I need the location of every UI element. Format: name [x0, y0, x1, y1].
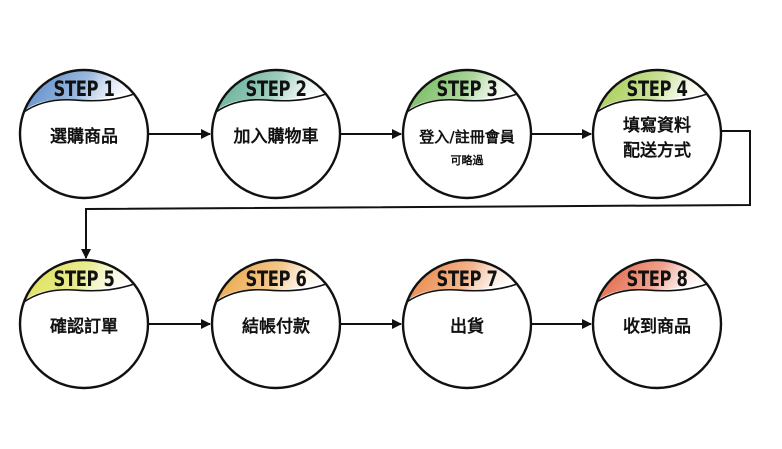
connectors	[81, 129, 751, 329]
step-swoosh	[215, 283, 327, 303]
step-ring	[210, 68, 342, 200]
step-circle	[20, 70, 148, 198]
step-node-1: STEP 1 選購商品	[18, 68, 150, 200]
step-ring	[591, 258, 723, 390]
step-circle	[403, 70, 531, 198]
step-label: 收到商品	[623, 316, 691, 337]
step-note: 可略過	[451, 153, 485, 167]
step-swoosh	[215, 93, 327, 113]
step-number-label: STEP 1	[54, 78, 115, 101]
step-circle	[20, 260, 148, 388]
step-node-6: STEP 6 結帳付款	[210, 258, 342, 390]
step-label: 登入/註冊會員	[418, 128, 514, 146]
step-label: 結帳付款	[242, 316, 311, 337]
step-ring	[591, 68, 723, 200]
step-circle	[593, 260, 721, 388]
step-node-5: STEP 5 確認訂單	[18, 258, 150, 390]
step-label: 出貨	[450, 316, 484, 337]
step-number-label: STEP 6	[246, 268, 307, 291]
step-number-label: STEP 5	[54, 268, 115, 291]
step-circle	[403, 260, 531, 388]
step-swoosh	[596, 283, 708, 303]
step-ring	[401, 258, 533, 390]
step-node-2: STEP 2 加入購物車	[210, 68, 342, 200]
connector-arrow-4-5	[81, 130, 751, 259]
step-swoosh	[406, 93, 518, 113]
step-number-label: STEP 4	[627, 78, 688, 101]
step-circle	[212, 260, 340, 388]
step-swoosh	[23, 283, 135, 303]
step-ring	[210, 258, 342, 390]
step-node-7: STEP 7 出貨	[401, 258, 533, 390]
step-label: 加入購物車	[233, 126, 319, 147]
step-ring	[18, 258, 150, 390]
step-number-label: STEP 8	[627, 268, 688, 291]
step-label: 選購商品	[50, 126, 118, 147]
step-label: 配送方式	[623, 140, 691, 161]
step-label: 填寫資料	[623, 115, 691, 136]
step-ring	[401, 68, 533, 200]
step-circle	[593, 70, 721, 198]
step-number-label: STEP 3	[437, 78, 498, 101]
step-node-8: STEP 8 收到商品	[591, 258, 723, 390]
step-swoosh	[596, 93, 708, 113]
step-swoosh	[406, 283, 518, 303]
step-label: 確認訂單	[50, 316, 118, 337]
step-ring	[18, 68, 150, 200]
step-swoosh	[23, 93, 135, 113]
step-number-label: STEP 7	[437, 268, 498, 291]
step-number-label: STEP 2	[246, 78, 307, 101]
step-circle	[212, 70, 340, 198]
